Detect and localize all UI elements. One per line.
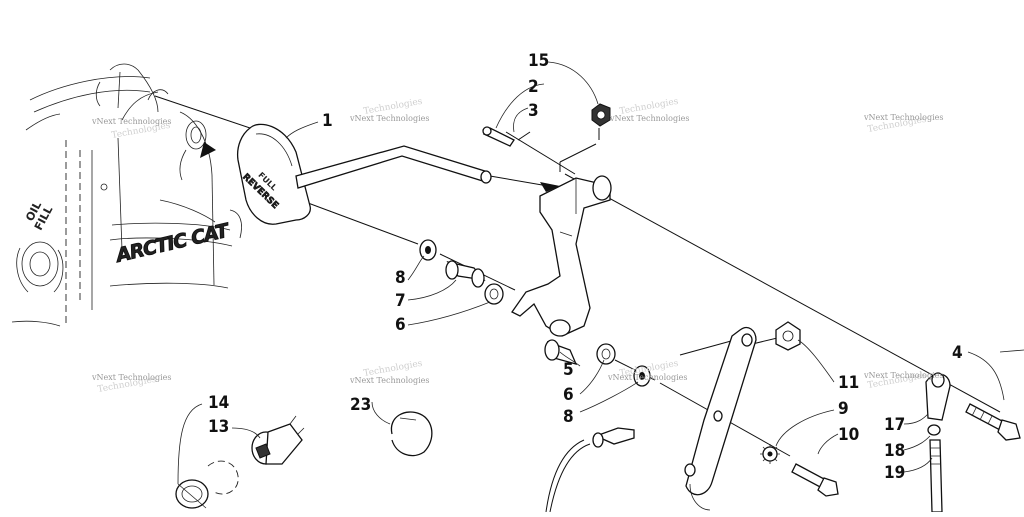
part-8-washer-upper [419, 239, 437, 261]
oil-fill-imprint: OIL FILL [23, 199, 55, 232]
callout-4: 4 [952, 343, 963, 363]
callout-14: 14 [208, 393, 229, 413]
part-13-reverse-switch [207, 415, 305, 495]
part-19-threaded-rod [929, 439, 943, 513]
watermark: vNext Technologies [349, 114, 429, 123]
part-11-nut [775, 321, 801, 351]
watermark: vNext Technologies [609, 114, 689, 123]
watermark: vNext Technologies [91, 117, 171, 126]
callout-23: 23 [350, 395, 371, 415]
part-6-bushing-upper [484, 283, 504, 305]
watermark: vNext Technologies [91, 373, 171, 382]
callout-15: 15 [528, 51, 549, 71]
arctic-cat-logo: ARCTIC CAT [112, 219, 234, 268]
brand-imprint: ARCTIC CAT [112, 219, 233, 267]
callout-8-lower: 8 [563, 407, 574, 427]
part-3-cotter-pin [517, 131, 531, 141]
callout-13: 13 [208, 417, 229, 437]
part-7-sleeve [445, 260, 486, 288]
part-17-rod-end [925, 372, 951, 421]
callout-17: 17 [884, 415, 905, 435]
watermark: vNext Technologies [349, 376, 429, 385]
callout-6-upper: 6 [395, 315, 406, 335]
watermark: vNext Technologies [863, 113, 943, 122]
part-9-star-washer [760, 444, 780, 464]
callout-1: 1 [322, 111, 333, 131]
callout-19: 19 [884, 463, 905, 483]
shift-link-plate [684, 326, 757, 511]
part-4-bolt [965, 403, 1021, 441]
part-18-jam-nut [927, 424, 941, 436]
watermark: vNext Technologies [863, 371, 943, 380]
callout-8-upper: 8 [395, 268, 406, 288]
part-23-clip [390, 411, 433, 457]
callout-5: 5 [563, 360, 574, 380]
callout-10: 10 [838, 425, 859, 445]
part-6-bushing-lower [596, 343, 616, 365]
callout-11: 11 [838, 373, 859, 393]
shift-cable [545, 427, 635, 513]
part-15-nut [591, 103, 611, 127]
reverse-bracket [511, 175, 612, 337]
callout-6-lower: 6 [563, 385, 574, 405]
callout-9: 9 [838, 399, 849, 419]
part-1-reverse-lever [236, 123, 492, 225]
watermarks: Technologies vNext Technologies Technolo… [91, 97, 943, 395]
part-10-bolt [791, 463, 839, 497]
part-8-washer-lower [633, 365, 651, 387]
callout-labels: 1 2 3 4 5 6 6 7 8 8 9 10 11 13 14 15 17 … [208, 51, 963, 483]
watermark: vNext Technologies [607, 373, 687, 382]
callout-7: 7 [395, 291, 406, 311]
callout-2: 2 [528, 77, 539, 97]
part-2-pin [482, 126, 515, 147]
part-14-bezel-ring [175, 479, 209, 509]
callout-18: 18 [884, 441, 905, 461]
engine-housing [11, 63, 242, 327]
leader-lines [177, 61, 1024, 485]
callout-3: 3 [528, 101, 539, 121]
arrow-pointer-center [540, 182, 560, 192]
arrow-pointer-left [200, 142, 216, 158]
